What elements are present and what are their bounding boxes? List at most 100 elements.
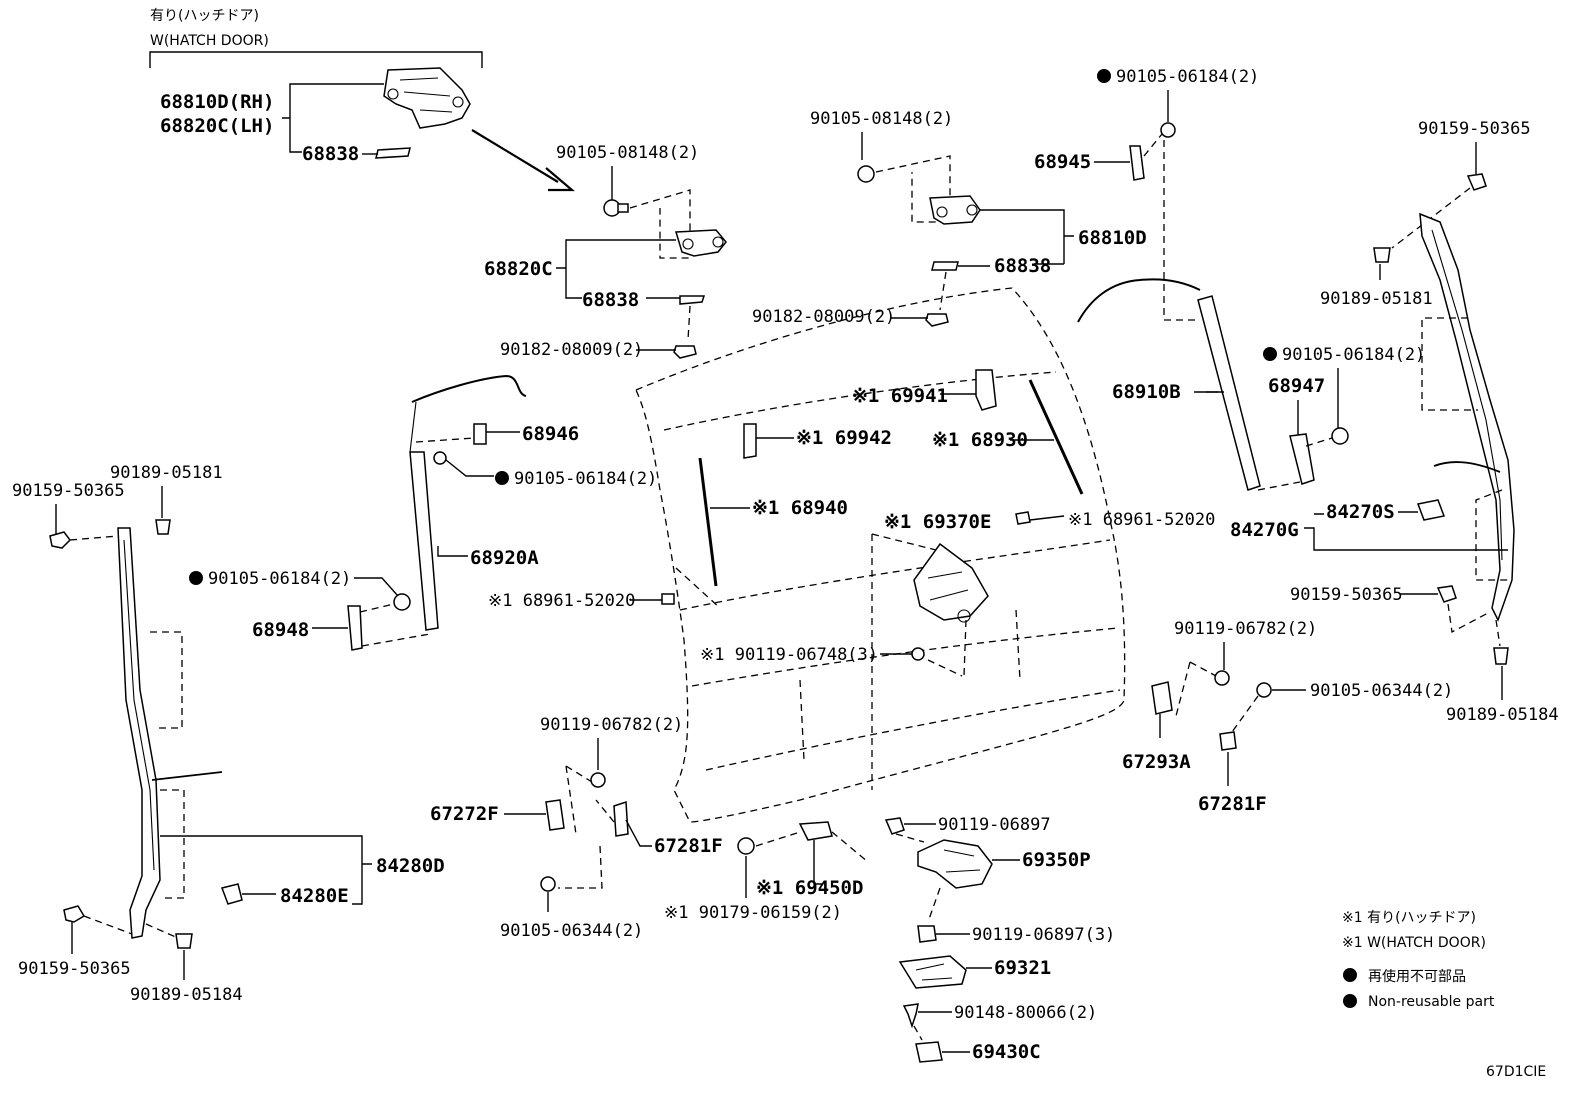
label-90105-06184-m[interactable]: 90105-06184(2): [514, 469, 657, 489]
label-67293A[interactable]: 67293A: [1122, 751, 1191, 773]
motor-icon: [917, 839, 993, 889]
label-90189-05184-r[interactable]: 90189-05184: [1446, 705, 1559, 725]
bolt-icon: [857, 165, 875, 183]
bolt-icon: [1160, 122, 1176, 138]
label-90159-50365-r2[interactable]: 90159-50365: [1290, 585, 1403, 605]
back-door-panel: [635, 287, 1126, 823]
label-90189-05181-l[interactable]: 90189-05181: [110, 463, 223, 483]
bracket-icon: [1151, 681, 1173, 715]
label-67281F-r[interactable]: 67281F: [1198, 793, 1267, 815]
clip-icon: [155, 519, 171, 535]
label-84270G[interactable]: 84270G: [1230, 519, 1299, 541]
footer-code: 67D1CIE: [1486, 1064, 1546, 1080]
label-90159-50365-lb[interactable]: 90159-50365: [18, 959, 131, 979]
label-90119-06897-3[interactable]: 90119-06897(3): [972, 925, 1115, 945]
label-90119-06748[interactable]: ※1 90119-06748(3): [700, 645, 878, 665]
legend-note-jp: ※1 有り(ハッチドア): [1342, 910, 1476, 926]
label-90105-08148-b[interactable]: 90105-08148(2): [810, 109, 953, 129]
label-68945[interactable]: 68945: [1034, 151, 1091, 173]
weatherstrip-icon: [1419, 212, 1515, 622]
label-69942[interactable]: ※1 69942: [796, 427, 892, 449]
label-68920A[interactable]: 68920A: [470, 547, 539, 569]
label-68838-a[interactable]: 68838: [582, 289, 639, 311]
label-90105-06184-r[interactable]: 90105-06184(2): [1282, 345, 1425, 365]
bracket-icon: [1289, 433, 1315, 485]
label-90182-08009-a[interactable]: 90182-08009(2): [500, 340, 643, 360]
label-90179-06159[interactable]: ※1 90179-06159(2): [664, 903, 842, 923]
lower-left-group: 90119-06782(2) 67272F 67281F 90105-06344…: [430, 715, 869, 941]
label-90182-08009-b[interactable]: 90182-08009(2): [752, 307, 895, 327]
label-90159-50365-l[interactable]: 90159-50365: [12, 481, 125, 501]
label-68947[interactable]: 68947: [1268, 375, 1325, 397]
label-84270S[interactable]: 84270S: [1326, 501, 1395, 523]
label-90105-06344-m[interactable]: 90105-06344(2): [500, 921, 643, 941]
label-68948[interactable]: 68948: [252, 619, 309, 641]
label-90148-80066[interactable]: 90148-80066(2): [954, 1003, 1097, 1023]
label-68910B[interactable]: 68910B: [1112, 381, 1181, 403]
label-90105-06344-r[interactable]: 90105-06344(2): [1310, 681, 1453, 701]
bracket-icon: [473, 423, 487, 445]
spacer-icon: [375, 147, 411, 159]
label-84280D[interactable]: 84280D: [376, 855, 445, 877]
label-69430C[interactable]: 69430C: [972, 1041, 1041, 1063]
label-68961-l[interactable]: ※1 68961-52020: [488, 591, 635, 611]
nonreusable-dot: [1343, 968, 1357, 982]
label-68838-detail[interactable]: 68838: [302, 143, 359, 165]
handle-icon: [898, 955, 967, 989]
clip-icon: [1373, 247, 1391, 263]
bracket-icon: [545, 799, 565, 831]
bolt-icon: [1331, 427, 1349, 445]
label-69450D[interactable]: ※1 69450D: [756, 877, 863, 899]
label-68810D[interactable]: 68810D: [1078, 227, 1147, 249]
label-84280E[interactable]: 84280E: [280, 885, 349, 907]
label-90159-50365-r[interactable]: 90159-50365: [1418, 119, 1531, 139]
spacer-icon: [679, 295, 706, 305]
strut-icon: [1197, 295, 1261, 491]
label-67281F-m[interactable]: 67281F: [654, 835, 723, 857]
label-69941[interactable]: ※1 69941: [852, 385, 948, 407]
bolt-icon: [1466, 173, 1487, 191]
right-side-group: 90159-50365 90189-05181 84270S 84270G 90…: [1230, 119, 1559, 725]
bracket-icon: [975, 369, 997, 411]
legend: ※1 有り(ハッチドア) ※1 W(HATCH DOOR) 再使用不可部品 No…: [1342, 910, 1495, 1010]
label-90119-06897[interactable]: 90119-06897: [938, 815, 1051, 835]
bracket-icon: [743, 423, 757, 459]
nut-icon: [673, 345, 697, 359]
label-90119-06782-m[interactable]: 90119-06782(2): [540, 715, 683, 735]
label-68810D-RH[interactable]: 68810D(RH): [160, 91, 274, 113]
detail-arrow: [471, 129, 576, 192]
clip-icon: [1493, 647, 1509, 665]
label-69350P[interactable]: 69350P: [1022, 849, 1091, 871]
strut-icon: [409, 451, 439, 631]
clip-icon: [1416, 499, 1446, 521]
label-68961-r[interactable]: ※1 68961-52020: [1068, 510, 1215, 530]
bolt-icon: [433, 451, 447, 465]
weatherstrip-icon: [117, 527, 161, 939]
nonreusable-dot: [1343, 994, 1357, 1008]
label-68838-b[interactable]: 68838: [994, 255, 1051, 277]
label-68940[interactable]: ※1 68940: [752, 497, 848, 519]
header-bracket: [149, 51, 483, 68]
wire-icon: [1433, 461, 1501, 473]
hinge-68810D-group: 90105-08148(2) 68810D 68838 90182-08009(…: [752, 109, 1147, 327]
legend-nonreuse-en: Non-reusable part: [1368, 994, 1495, 1010]
left-side-group: 90189-05181 90159-50365 84280D 84280E 90…: [12, 463, 445, 1005]
label-68930[interactable]: ※1 68930: [932, 429, 1028, 451]
label-67272F[interactable]: 67272F: [430, 803, 499, 825]
label-90189-05184-lb[interactable]: 90189-05184: [130, 985, 243, 1005]
label-68820C[interactable]: 68820C: [484, 258, 553, 280]
label-90119-06782-r[interactable]: 90119-06782(2): [1174, 619, 1317, 639]
label-90105-06184-top[interactable]: 90105-06184(2): [1116, 67, 1259, 87]
label-68946[interactable]: 68946: [522, 423, 579, 445]
hinge-detail-icon: [383, 67, 471, 129]
label-69370E[interactable]: ※1 69370E: [884, 511, 991, 533]
hinge-68820C-group: 90105-08148(2) 68820C 68838 90182-08009(…: [484, 143, 727, 360]
label-90189-05181-r[interactable]: 90189-05181: [1320, 289, 1433, 309]
wire-icon: [1077, 278, 1201, 323]
label-68820C-LH[interactable]: 68820C(LH): [160, 115, 274, 137]
nut-icon: [917, 925, 937, 943]
label-69321[interactable]: 69321: [994, 957, 1051, 979]
label-90105-06184-l[interactable]: 90105-06184(2): [208, 569, 351, 589]
label-90105-08148-a[interactable]: 90105-08148(2): [556, 143, 699, 163]
